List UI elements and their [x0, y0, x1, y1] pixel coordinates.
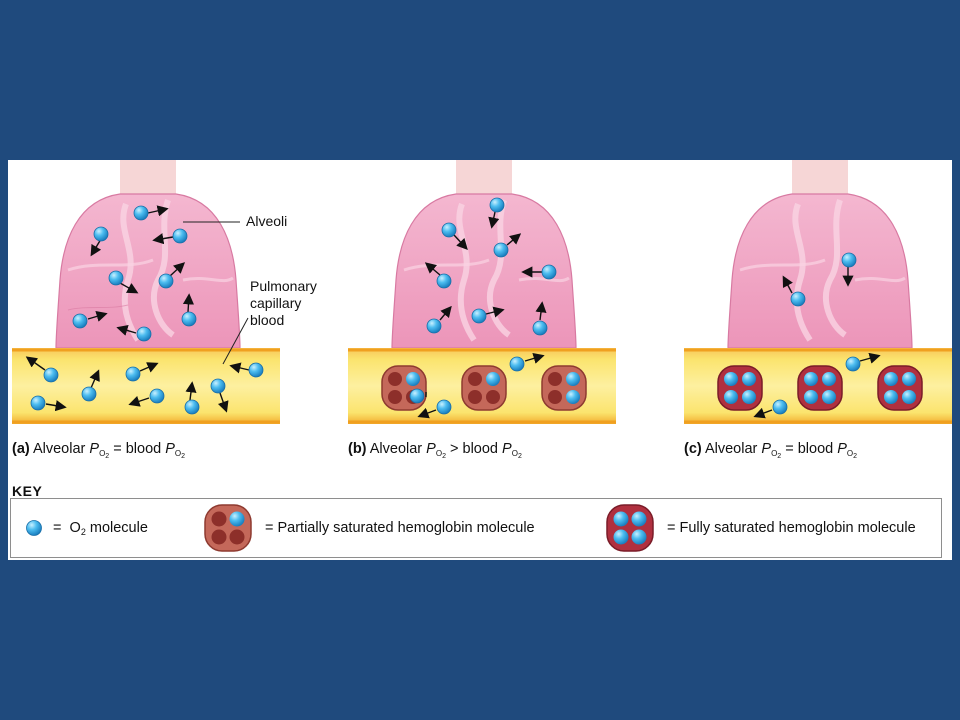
panel-b: (b) Alveolar PO2 > blood PO2 — [344, 160, 644, 460]
hemoglobin-full — [877, 365, 923, 411]
key-partial: = Partially saturated hemoglobin molecul… — [201, 499, 535, 557]
panel-c: (c) Alveolar PO2 = blood PO2 — [680, 160, 960, 460]
caption-p: P — [426, 441, 436, 457]
trachea — [120, 160, 176, 196]
alveoli-label: Alveoli — [246, 213, 288, 229]
caption-letter: (b) — [348, 441, 367, 457]
hemoglobin-full — [797, 365, 843, 411]
o2-molecules-blood — [25, 356, 264, 415]
caption-relation: = — [785, 441, 794, 457]
caption-alveolar: Alveolar — [369, 441, 423, 457]
caption-sub: O2 — [771, 449, 782, 460]
hemoglobin-full — [717, 365, 763, 411]
caption-blood: blood — [797, 441, 834, 457]
caption-alveolar: Alveolar — [704, 441, 758, 457]
o2-molecule-icon — [26, 520, 42, 536]
o2-molecules-lung — [72, 205, 197, 342]
o2-molecules-blood — [753, 352, 881, 419]
hemoglobin-full-group — [717, 365, 923, 411]
full-hemoglobin-icon — [606, 504, 654, 552]
caption-relation: = — [113, 441, 122, 457]
caption-relation: > — [450, 441, 459, 457]
hemoglobin-partial — [541, 365, 587, 411]
caption-letter: (c) — [684, 441, 702, 457]
panel-a: Alveoli Pulmonary capillary blood (a) Al… — [8, 160, 317, 460]
o2-molecules-blood — [409, 352, 545, 419]
caption-c: (c) Alveolar PO2 = blood PO2 — [684, 441, 858, 460]
o2-molecules-lung — [782, 252, 857, 307]
key-full: = Fully saturated hemoglobin molecule — [603, 499, 916, 557]
o2-molecules-lung — [424, 197, 557, 336]
caption-p: P — [761, 441, 772, 457]
key-box: = O2 molecule = Partially saturated hemo… — [10, 498, 942, 558]
caption-b: (b) Alveolar PO2 > blood PO2 — [348, 441, 522, 460]
capillary — [12, 348, 280, 424]
partial-hemoglobin-icon — [204, 504, 252, 552]
capillary-label-line2: capillary blood — [250, 295, 302, 328]
caption-blood: blood — [125, 441, 162, 457]
caption-sub: O2 — [99, 449, 110, 460]
caption-blood: blood — [462, 441, 498, 457]
trachea — [456, 160, 512, 196]
figure: Alveoli Pulmonary capillary blood (a) Al… — [8, 160, 952, 560]
panel-a-illustration — [12, 160, 280, 424]
key-o2: = O2 molecule — [25, 499, 148, 557]
caption-a: (a) Alveolar PO2 = blood PO2 — [12, 441, 186, 460]
panel-c-illustration — [684, 160, 952, 424]
hemoglobin-partial — [381, 365, 427, 411]
key-o2-text: = O2 molecule — [53, 519, 148, 537]
caption-p: P — [89, 441, 100, 457]
capillary-blood-label: Pulmonary capillary blood — [250, 278, 317, 329]
capillary-leader-line — [222, 317, 249, 365]
hemoglobin-partial — [461, 365, 507, 411]
capillary-label-line1: Pulmonary — [250, 278, 317, 294]
panel-b-illustration — [348, 160, 616, 424]
hemoglobin-partial-group — [381, 365, 587, 411]
trachea — [792, 160, 848, 196]
caption-sub: O2 — [435, 449, 446, 460]
caption-letter: (a) — [12, 441, 30, 457]
key-full-text: = Fully saturated hemoglobin molecule — [667, 520, 916, 536]
key-title: KEY — [12, 483, 43, 499]
key-partial-text: = Partially saturated hemoglobin molecul… — [265, 520, 535, 536]
alveolus-sac — [727, 193, 913, 349]
caption-alveolar: Alveolar — [32, 441, 86, 457]
